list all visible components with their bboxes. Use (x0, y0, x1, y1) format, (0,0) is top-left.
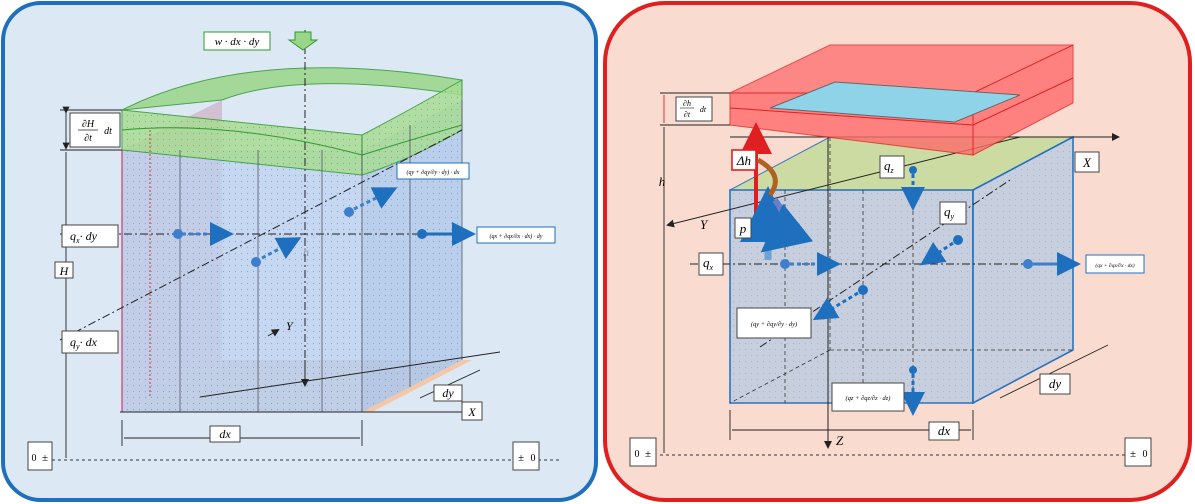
Y-label-right: Y (700, 217, 709, 232)
qy-out-arrow (353, 187, 398, 211)
datum-box-right-r (1124, 437, 1152, 467)
svg-text:qy· dx: qy· dx (70, 335, 98, 351)
qx-in-box (61, 224, 119, 248)
svg-text:qx· dy: qx· dy (70, 229, 98, 245)
dy-label-right: dy (1049, 376, 1062, 391)
qy-sub-right: y (950, 212, 955, 221)
water-strip (769, 81, 1021, 123)
dy-label-left: dy (442, 386, 454, 400)
qx-out-label: (qx + ∂qx/∂x · dx) · dy (490, 233, 543, 240)
p-label: p (739, 221, 747, 236)
X-label-right: X (1082, 155, 1092, 170)
qx-in-sub: x (75, 236, 80, 245)
dh-dt: dt (700, 105, 707, 114)
qx-out-box-right (1085, 254, 1145, 274)
qy-out-box-right (736, 307, 812, 339)
qy-out-dot (344, 207, 354, 217)
qx-in-dot-right (780, 259, 790, 269)
qz-out-box-right (831, 382, 905, 412)
datum-pm-left: ± (42, 452, 48, 464)
qz-sub: z (890, 166, 895, 175)
qz-in-dot (909, 166, 917, 174)
datum-zero-left: 0 (32, 453, 37, 464)
qy-out-arrow-right (812, 291, 859, 321)
qy-in-box (61, 330, 119, 354)
datum-pm-right: ± (518, 452, 524, 464)
recharge-arrow (287, 31, 319, 51)
qx-out-label-right: (qx + ∂qx/∂x · dx) (1095, 262, 1134, 269)
qy-in-sub: y (75, 342, 80, 351)
h-label-left: h (303, 245, 309, 259)
qy-in-q: q (70, 335, 76, 349)
datum-zero-right: 0 (531, 453, 536, 464)
dx-label-left: dx (219, 427, 231, 441)
right-panel: ∂h ∂t dt h Δh p qz qy qx (qx + ∂qx/∂x · … (603, 1, 1192, 502)
dx-label-right: dx (938, 423, 951, 438)
datum-pm-right-r: ± (1130, 448, 1136, 460)
datum-box-right (512, 441, 540, 471)
qx-out-dot-right (1023, 259, 1033, 269)
dH-den: ∂t (84, 133, 92, 144)
qy-in-dot-right (953, 235, 963, 245)
dh-den: ∂t (684, 110, 691, 119)
qx-in-dot (173, 229, 183, 239)
qz-out-dot (909, 366, 917, 374)
X-label-left: X (467, 405, 476, 419)
qx-out-box (476, 226, 556, 244)
datum-zero-left-r: 0 (635, 449, 640, 460)
qy-box-right (939, 201, 967, 225)
H-box (54, 261, 74, 279)
dh-box (675, 96, 713, 122)
qy-in-dot (251, 257, 261, 267)
delta-h-box (731, 149, 757, 171)
qz-q: q (884, 158, 891, 173)
H-label: H (59, 264, 70, 278)
dH-num: ∂H (82, 119, 95, 130)
qy-out-label: (qy + ∂qy/∂y · dy) · dx (407, 169, 460, 176)
rotation-arrow-brown (756, 157, 778, 197)
svg-text:qz: qz (884, 158, 895, 175)
qy-out-box (396, 162, 470, 180)
datum-box-left (27, 441, 53, 471)
qz-box (879, 155, 905, 179)
Y-label-left: Y (286, 319, 294, 333)
red-prism-right (972, 44, 1074, 156)
qx-out-dot (417, 229, 427, 239)
p-box (734, 217, 752, 239)
qy-mid-dot-right (858, 285, 868, 295)
dH-dt: dt (104, 126, 112, 137)
qx-in-q: q (70, 229, 76, 243)
y-axis-diagonal (59, 129, 463, 341)
svg-text:qx: qx (703, 255, 714, 272)
qy-q-right: q (944, 204, 951, 219)
qy-out-label-right: (qy + ∂qy/∂y · dy) (751, 321, 797, 328)
qy-in-tail: · dx (80, 335, 98, 349)
top-flux-label: w · dx · dy (215, 36, 260, 48)
qy-in-arrow-right (920, 241, 954, 266)
delta-h-label: Δh (736, 153, 751, 168)
rotation-arrow-blue (760, 198, 814, 253)
datum-zero-right-r: 0 (1143, 449, 1148, 460)
left-panel: w · dx · dy ∂H ∂t dt qx· dy qy· dx (qx +… (1, 1, 598, 502)
green-cap-mid-line (121, 124, 463, 156)
qx-q-right: q (703, 255, 710, 270)
qz-out-label-right: (qz + ∂qz/∂z · dz) (846, 395, 891, 402)
datum-box-left-r (629, 437, 657, 467)
Z-label-right: Z (836, 433, 844, 448)
top-flux-box (203, 31, 271, 51)
svg-text:qy: qy (944, 204, 955, 221)
dh-num: ∂h (683, 99, 691, 108)
qx-box-right (698, 252, 724, 276)
orange-strip (362, 360, 472, 412)
h-label-right: h (659, 174, 666, 189)
datum-pm-left-r: ± (645, 448, 651, 460)
qx-in-tail: · dy (80, 229, 98, 243)
qx-sub-right: x (709, 263, 714, 272)
